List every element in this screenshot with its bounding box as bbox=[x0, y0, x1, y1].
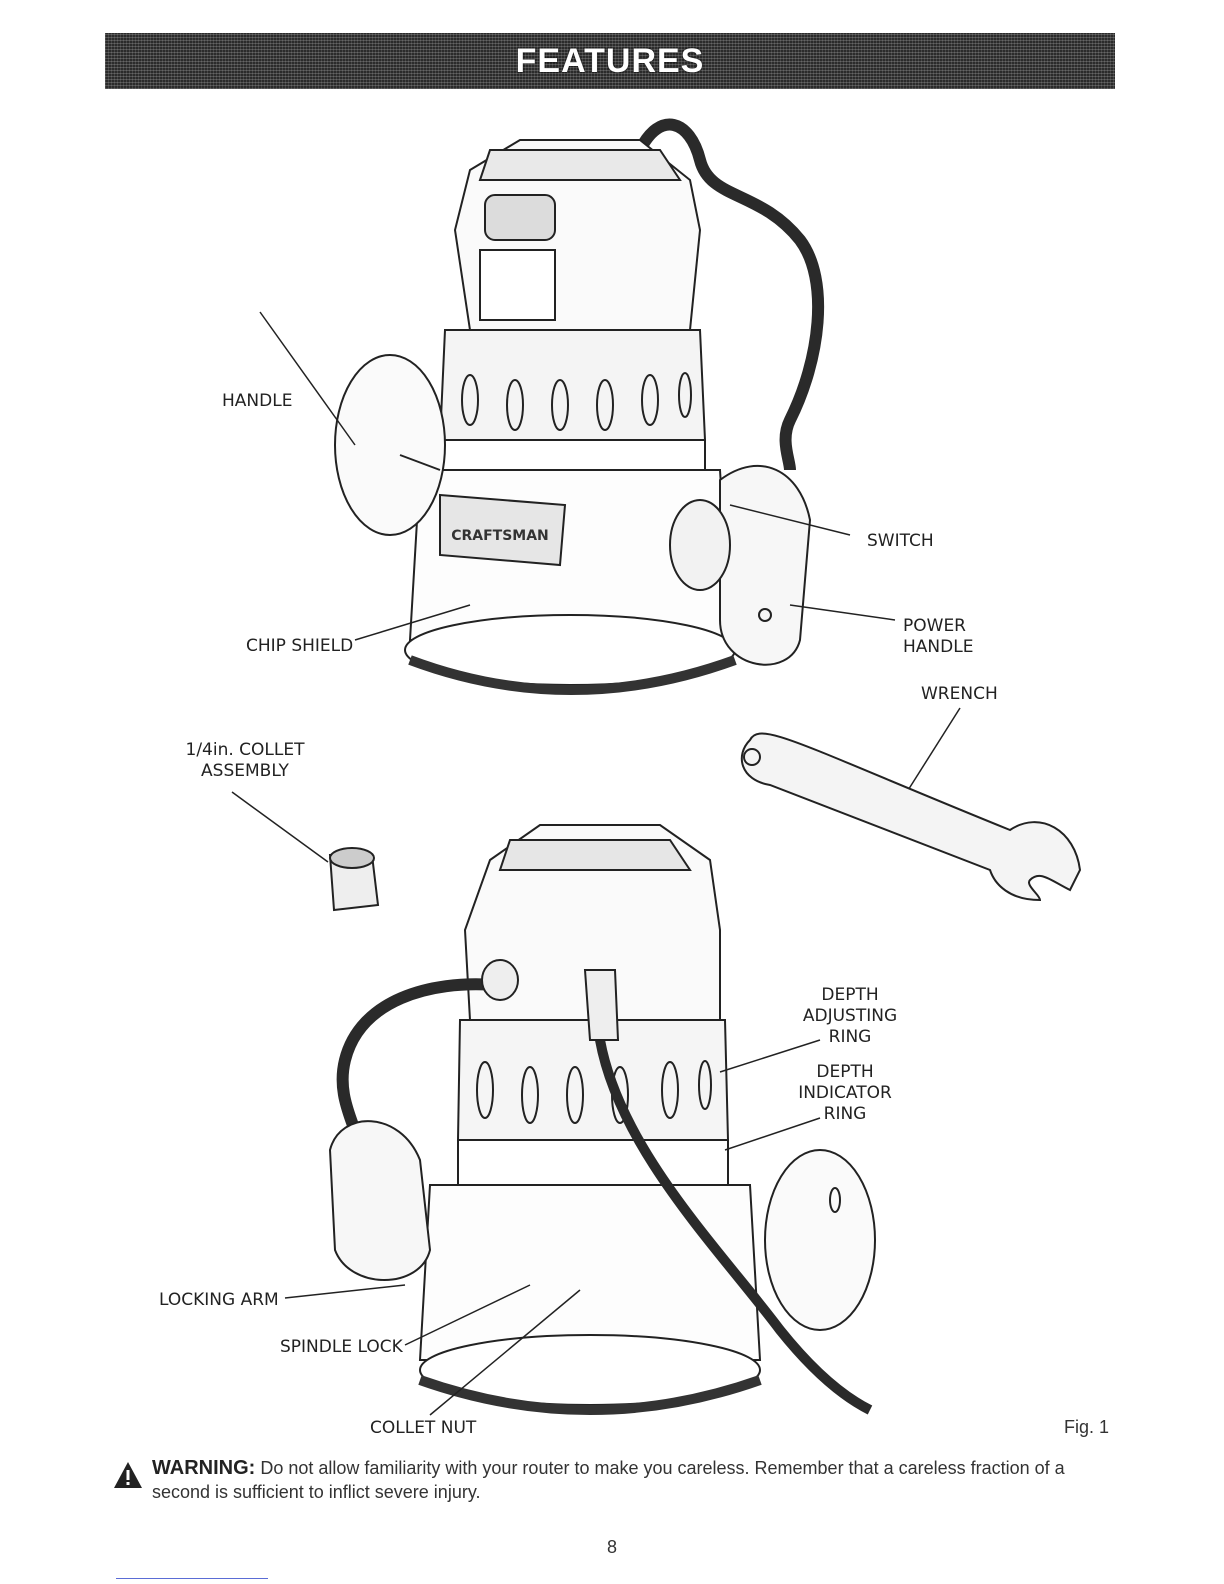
label-power-handle: POWER HANDLE bbox=[903, 616, 974, 657]
collet-assembly-drawing bbox=[231, 791, 380, 912]
label-switch: SWITCH bbox=[867, 531, 934, 551]
label-spindle-lock: SPINDLE LOCK bbox=[280, 1337, 403, 1357]
top-router-drawing: CRAFTSMAN bbox=[259, 118, 896, 695]
label-locking-arm: LOCKING ARM bbox=[159, 1290, 279, 1310]
warning-text: Do not allow familiarity with your route… bbox=[152, 1458, 1065, 1502]
page-title: FEATURES bbox=[515, 41, 705, 80]
label-collet-nut: COLLET NUT bbox=[370, 1418, 477, 1438]
figure-label: Fig. 1 bbox=[1064, 1417, 1110, 1437]
warning-heading: WARNING: bbox=[152, 1457, 256, 1479]
warning-block: WARNING: Do not allow familiarity with y… bbox=[112, 1456, 1122, 1504]
bottom-router-drawing bbox=[284, 824, 876, 1416]
features-banner: FEATURES bbox=[105, 33, 1115, 89]
wrench-drawing bbox=[740, 707, 1082, 902]
label-wrench: WRENCH bbox=[921, 684, 998, 704]
label-depth-indicator-ring: DEPTH INDICATOR RING bbox=[798, 1062, 892, 1124]
warning-triangle-icon bbox=[114, 1462, 142, 1488]
brand-plate: CRAFTSMAN bbox=[451, 528, 549, 544]
label-collet-assembly: 1/4in. COLLET ASSEMBLY bbox=[185, 740, 305, 781]
label-handle: HANDLE bbox=[222, 391, 293, 411]
footer-rule bbox=[116, 1578, 268, 1579]
page-number: 8 bbox=[606, 1537, 617, 1557]
label-chip-shield: CHIP SHIELD bbox=[246, 636, 354, 656]
label-depth-adjusting-ring: DEPTH ADJUSTING RING bbox=[802, 985, 898, 1047]
